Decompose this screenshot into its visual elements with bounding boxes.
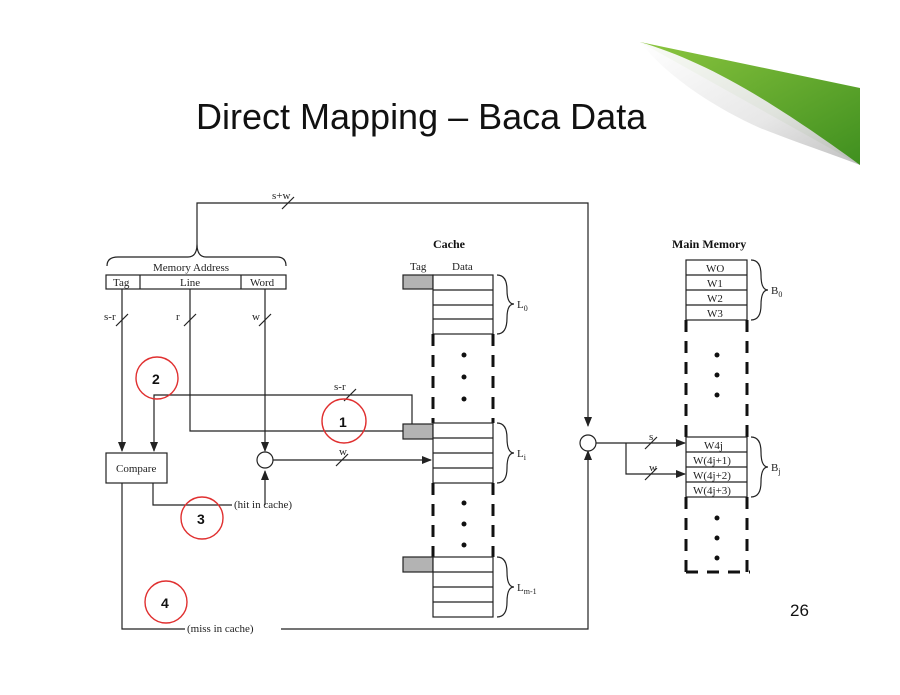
mem-word-bj-0: W4j: [704, 440, 723, 452]
bus-label-w-mem: w: [649, 462, 657, 474]
step-number-3: 3: [197, 511, 205, 527]
word-select-circle: [256, 451, 274, 469]
field-line: Line: [180, 277, 200, 289]
svg-text:Lm-1: Lm-1: [517, 582, 537, 596]
cache-line-lm1: L: [517, 582, 524, 594]
bus-label-sw: s+w: [272, 190, 290, 202]
mem-word-b0-3: W3: [707, 308, 723, 320]
field-word: Word: [250, 277, 275, 289]
slide-title: Direct Mapping – Baca Data: [196, 96, 647, 137]
cache-line-li: L: [517, 448, 524, 460]
memory-block-bj: W4j W(4j+1) W(4j+2) W(4j+3): [685, 436, 748, 498]
cache-line-group-last: [402, 556, 494, 618]
compare-label: Compare: [116, 463, 156, 475]
bus-label-w-cache: w: [339, 446, 347, 458]
mem-word-bj-1: W(4j+1): [693, 455, 731, 467]
mem-word-b0-0: WO: [706, 263, 724, 275]
memory-address-register: Tag Line Word: [105, 274, 287, 290]
mem-word-b0-1: W1: [707, 278, 723, 290]
bus-label-s-mem: s: [649, 431, 653, 443]
block-label-b0-sub: 0: [778, 290, 782, 299]
cache-title: Cache: [433, 237, 466, 251]
cache-line-l0-sub: 0: [524, 304, 528, 313]
cache-col-tag: Tag: [410, 261, 427, 273]
cache-line-li-sub: i: [524, 453, 527, 462]
cache-col-data: Data: [452, 261, 473, 273]
block-label-bj: B: [771, 462, 778, 474]
miss-in-cache-label: (miss in cache): [187, 623, 254, 635]
block-label-bj-sub: j: [777, 467, 780, 476]
step-marker-3: 3: [180, 496, 224, 540]
mem-word-bj-3: W(4j+3): [693, 485, 731, 497]
memory-address-header: Memory Address: [153, 262, 229, 274]
bus-label-sr-cache: s-r: [334, 381, 346, 393]
compare-box: [105, 452, 168, 484]
step-marker-4: 4: [144, 580, 188, 624]
bus-label-sr-left: s-r: [104, 311, 116, 323]
mem-word-b0-2: W2: [707, 293, 723, 305]
hit-in-cache-label: (hit in cache): [234, 499, 292, 511]
step-number-2: 2: [152, 371, 160, 387]
cache-line-l0: L: [517, 299, 524, 311]
address-bus-line: [196, 202, 592, 427]
mem-word-bj-2: W(4j+2): [693, 470, 731, 482]
memory-select-circle: [579, 434, 597, 452]
cache-line-group-first: [402, 274, 494, 335]
main-memory-title: Main Memory: [672, 237, 746, 251]
step-number-4: 4: [161, 595, 169, 611]
block-label-b0: B: [771, 285, 778, 297]
cache-line-lm1-sub: m-1: [524, 587, 537, 596]
svg-text:Li: Li: [517, 448, 527, 462]
bus-label-r: r: [176, 311, 180, 323]
step-number-1: 1: [339, 414, 347, 430]
bus-label-w: w: [252, 311, 260, 323]
svg-text:B0: B0: [771, 285, 782, 299]
step-marker-1: 1: [321, 398, 367, 444]
svg-text:Bj: Bj: [771, 462, 781, 476]
step-marker-2: 2: [135, 356, 179, 400]
cache-line-group-i: [402, 422, 494, 484]
address-brace: [106, 243, 287, 267]
field-tag: Tag: [113, 277, 130, 289]
page-number: 26: [790, 601, 809, 620]
svg-text:L0: L0: [517, 299, 528, 313]
memory-block-b0: WO W1 W2 W3: [685, 259, 748, 321]
